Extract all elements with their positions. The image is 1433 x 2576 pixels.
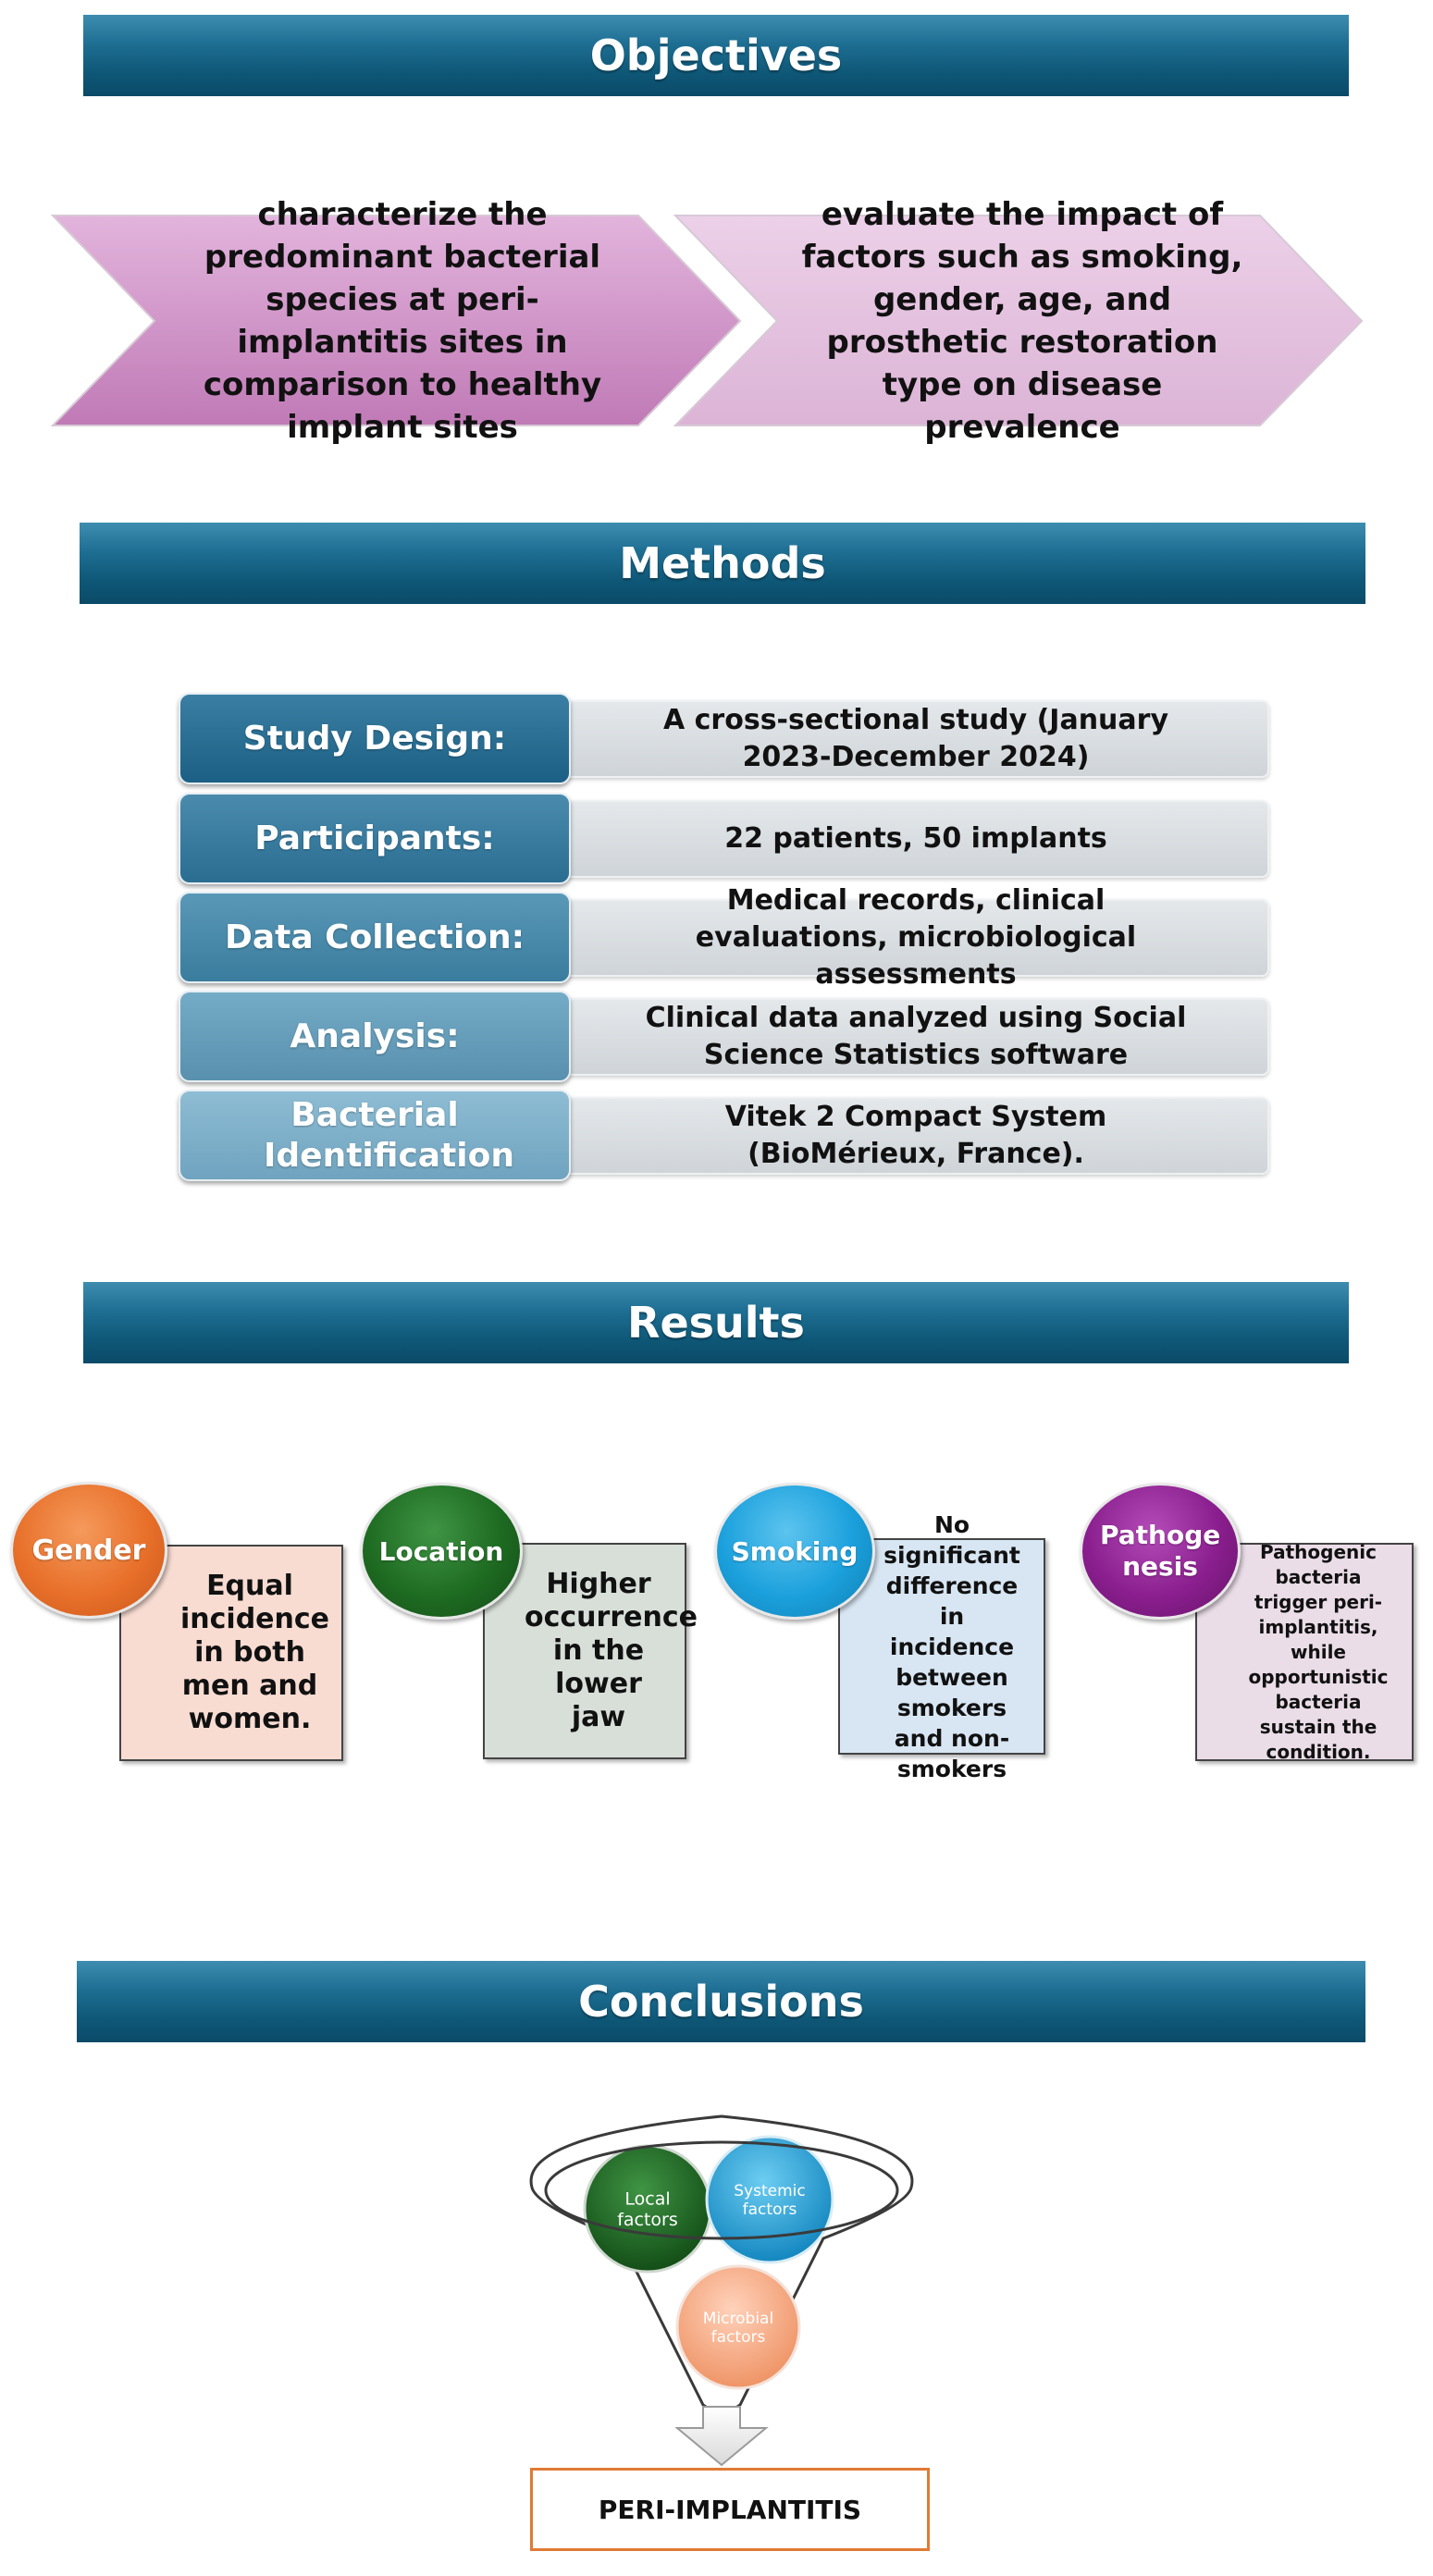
result-box-gender: Equal incidence in both men and women. xyxy=(119,1545,343,1761)
outcome-label: PERI-IMPLANTITIS xyxy=(598,2494,862,2525)
method-label-bacterial-identification: Bacterial Identification xyxy=(179,1090,571,1181)
factor-circle-microbial xyxy=(675,2264,801,2390)
result-circle-pathogenesis: Pathoge nesis xyxy=(1080,1483,1241,1620)
outcome-box: PERI-IMPLANTITIS xyxy=(530,2468,930,2551)
result-circle-location: Location xyxy=(360,1483,523,1620)
results-title: Results xyxy=(627,1298,805,1348)
method-label-data-collection: Data Collection: xyxy=(179,892,571,983)
methods-header: Methods xyxy=(80,523,1365,604)
methods-title: Methods xyxy=(619,538,826,588)
method-value-data-collection: Medical records, clinical evaluations, m… xyxy=(562,884,1269,991)
result-box-smoking: No significant difference in incidence b… xyxy=(838,1511,1045,1782)
objectives-title: Objectives xyxy=(589,31,843,80)
method-value-participants: 22 patients, 50 implants xyxy=(562,800,1269,878)
funnel-arrow xyxy=(674,2406,769,2467)
result-box-location: Higher occurrence in the lower jaw xyxy=(483,1543,698,1759)
objectives-chevrons xyxy=(50,215,1364,426)
objective-chevron-1 xyxy=(50,215,742,426)
result-circle-smoking: Smoking xyxy=(714,1483,875,1620)
method-label-study-design: Study Design: xyxy=(179,693,571,784)
objective-chevron-2 xyxy=(673,215,1364,426)
method-value-bacterial-identification: Vitek 2 Compact System (BioMérieux, Fran… xyxy=(562,1097,1269,1175)
result-circle-gender: Gender xyxy=(10,1482,167,1619)
result-box-pathogenesis: Pathogenic bacteria trigger peri-implant… xyxy=(1195,1541,1414,1763)
funnel-rim xyxy=(544,2140,899,2240)
conclusions-header: Conclusions xyxy=(77,1961,1365,2042)
objective-text-1: characterize the predominant bacterial s… xyxy=(203,195,602,446)
method-label-analysis: Analysis: xyxy=(179,991,571,1082)
results-header: Results xyxy=(83,1282,1349,1363)
factor-circle-systemic xyxy=(705,2135,834,2264)
objective-text-2: evaluate the impact of factors such as s… xyxy=(801,195,1243,446)
method-value-analysis: Clinical data analyzed using Social Scie… xyxy=(562,998,1269,1076)
method-label-participants: Participants: xyxy=(179,793,571,884)
objectives-header: Objectives xyxy=(83,15,1349,96)
conclusions-title: Conclusions xyxy=(578,1977,864,2027)
method-value-study-design: A cross-sectional study (January 2023-De… xyxy=(562,700,1269,778)
